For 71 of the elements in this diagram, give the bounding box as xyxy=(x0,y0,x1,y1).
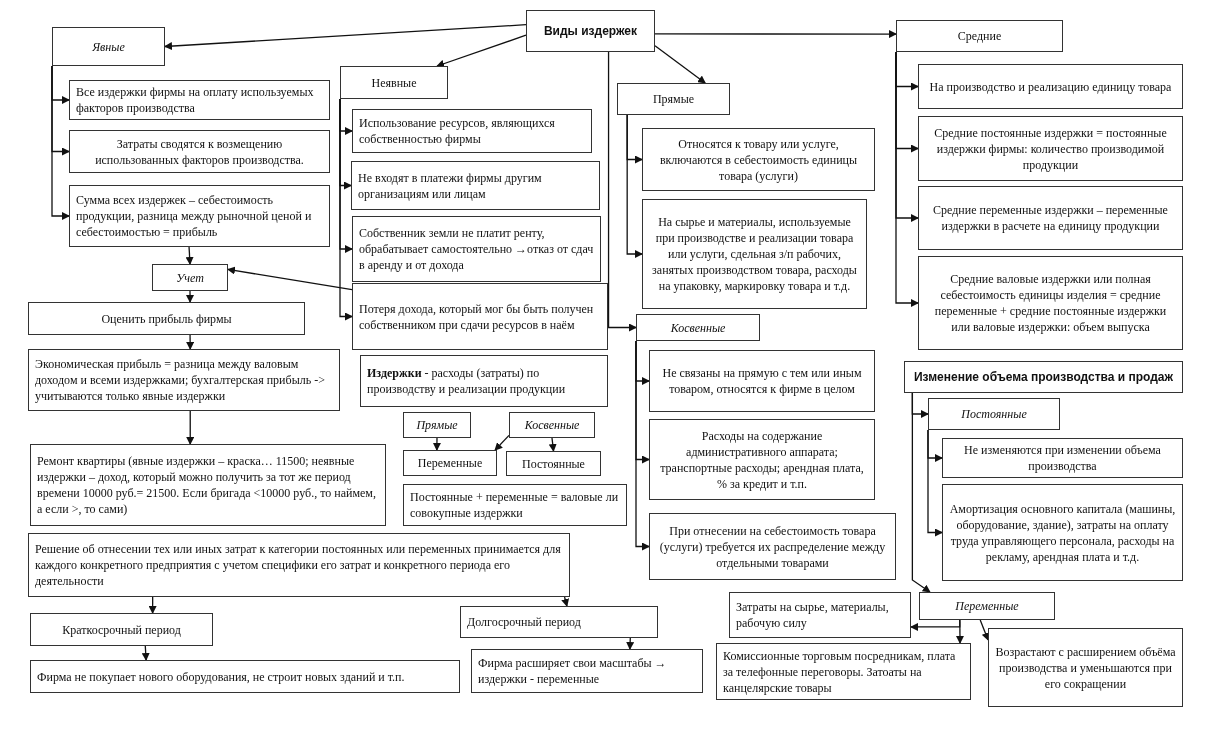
text-box: При отнесении на себестоимость товара (услуги) требуется их распределение между отдельными товарами xyxy=(649,513,896,580)
text-box: Средние валовые издержки или полная себестоимость единицы изделия = средние переменные + средние постоянные издержки или валовые издержки: объем выпуска xyxy=(918,256,1183,350)
text-box: Долгосрочный период xyxy=(460,606,658,638)
text-box: Сумма всех издержек – себестоимость продукции, разница между рыночной ценой и себестоимостью = прибыль xyxy=(69,185,330,247)
arrow xyxy=(607,51,637,332)
arrow xyxy=(186,290,194,303)
arrow xyxy=(654,45,706,84)
arrow xyxy=(186,410,195,445)
text-box: Постоянные xyxy=(506,451,601,476)
arrow xyxy=(927,429,943,537)
text-box: Затраты сводятся к возмещению использованных факторов производства. xyxy=(69,130,330,173)
arrow xyxy=(626,114,643,258)
text-box: Средние постоянные издержки = постоянные издержки фирмы: количество производимой продукции xyxy=(918,116,1183,181)
text-box: Средние xyxy=(896,20,1063,52)
text-box: Не связаны на прямую с тем или иным товаром, относятся к фирме в целом xyxy=(649,350,875,412)
arrow xyxy=(51,65,70,220)
text-box: Средние переменные издержки – переменные издержки в расчете на единицу продукции xyxy=(918,186,1183,250)
text-box: Фирма расширяет свои масштабы → издержки - переменные xyxy=(471,649,703,693)
text-box: Изменение объема производства и продаж xyxy=(904,361,1183,393)
text-box: Затраты на сырье, материалы, рабочую силу xyxy=(729,592,911,638)
text-box: Фирма не покупает нового оборудования, не строит новых зданий и т.п. xyxy=(30,660,460,693)
text-box: Не изменяются при изменении объема производства xyxy=(942,438,1183,478)
text-box: Комиссионные торговым посредникам, плата за телефонные переговоры. Затоаты на канцелярские товары xyxy=(716,643,971,700)
text-box: На производство и реализацию единицу товара xyxy=(918,64,1183,109)
text-box: Виды издержек xyxy=(526,10,655,52)
arrow xyxy=(436,34,527,68)
text-box: Потеря дохода, который мог бы быть получен собственником при сдачи ресурсов в наём xyxy=(352,283,608,350)
text-box: Постоянные xyxy=(928,398,1060,430)
text-box: Решение об отнесении тех или иных затрат к категории постоянных или переменных принимается для каждого конкретного предприятия с учетом специфики его затрат и конкретного периода его деятельности xyxy=(28,533,570,597)
text-box: Возрастают с расширением объёма производства и уменьшаются при его сокращении xyxy=(988,628,1183,707)
text-box: Расходы на содержание административного аппарата; транспортные расходы; арендная плата, % за кредит и т.п. xyxy=(649,419,875,500)
arrow xyxy=(911,392,931,593)
text-box: Амортизация основного капитала (машины, оборудование, здание), затраты на оплату труда управляющего персонала, расходы на рекламу, арендная плата и т.д. xyxy=(942,484,1183,581)
arrow xyxy=(548,437,557,452)
text-box: Не входят в платежи фирмы другим организациям или лицам xyxy=(351,161,600,210)
text-box: Использование ресурсов, являющихся собственностью фирмы xyxy=(352,109,592,153)
text-box: На сырье и материалы, используемые при производстве и реализации товара или услуги, сдельная з/п рабочих, занятых производством товара, расходы на упаковку, маркировку товара и т.д. xyxy=(642,199,867,309)
text-box: Оценить прибыль фирмы xyxy=(28,302,305,335)
text-box: Прямые xyxy=(403,412,471,438)
arrow xyxy=(186,334,195,350)
text-box: Явные xyxy=(52,27,165,66)
text-box: Прямые xyxy=(617,83,730,115)
arrow xyxy=(955,619,964,644)
arrow xyxy=(141,645,150,661)
arrow xyxy=(654,30,897,39)
arrow xyxy=(626,637,635,650)
arrow xyxy=(895,51,919,307)
text-box: Краткосрочный период xyxy=(30,613,213,646)
text-box: Переменные xyxy=(919,592,1055,620)
text-box: Относятся к товару или услуге, включаются в себестоимость единицы товара (услуги) xyxy=(642,128,875,191)
text-box: Постоянные + переменные = валовые ли совокупные издержки xyxy=(403,484,627,526)
arrow xyxy=(227,266,353,291)
arrow xyxy=(164,24,527,51)
arrow xyxy=(432,437,441,451)
arrow xyxy=(979,619,990,641)
text-box: Ремонт квартиры (явные издержки – краска… 11500; неявные издержки – доход, который можно получить за тот же период времени 10000 руб.= 21500. Если бригада <10000 руб., то наймем, а если >, то сами) xyxy=(30,444,386,526)
text-box: Все издержки фирмы на оплату используемых факторов производства xyxy=(69,80,330,120)
arrow xyxy=(635,340,650,551)
arrow xyxy=(561,596,570,607)
text-box: Учет xyxy=(152,264,228,291)
text-box: Экономическая прибыль = разница между валовым доходом и всеми издержками; бухгалтерская прибыль -> учитываются только явные издержки xyxy=(28,349,340,411)
arrow xyxy=(494,434,510,451)
arrow xyxy=(339,98,353,321)
arrow xyxy=(185,246,194,265)
text-box: Издержки - расходы (затраты) по производству и реализации продукции xyxy=(360,355,608,407)
text-box: Собственник земли не платит ренту, обрабатывает самостоятельно →отказ от сдач в аренду и от дохода xyxy=(352,216,601,282)
arrow xyxy=(148,596,157,614)
text-box: Косвенные xyxy=(509,412,595,438)
text-box: Неявные xyxy=(340,66,448,99)
text-box: Косвенные xyxy=(636,314,760,341)
text-box: Переменные xyxy=(403,450,497,476)
